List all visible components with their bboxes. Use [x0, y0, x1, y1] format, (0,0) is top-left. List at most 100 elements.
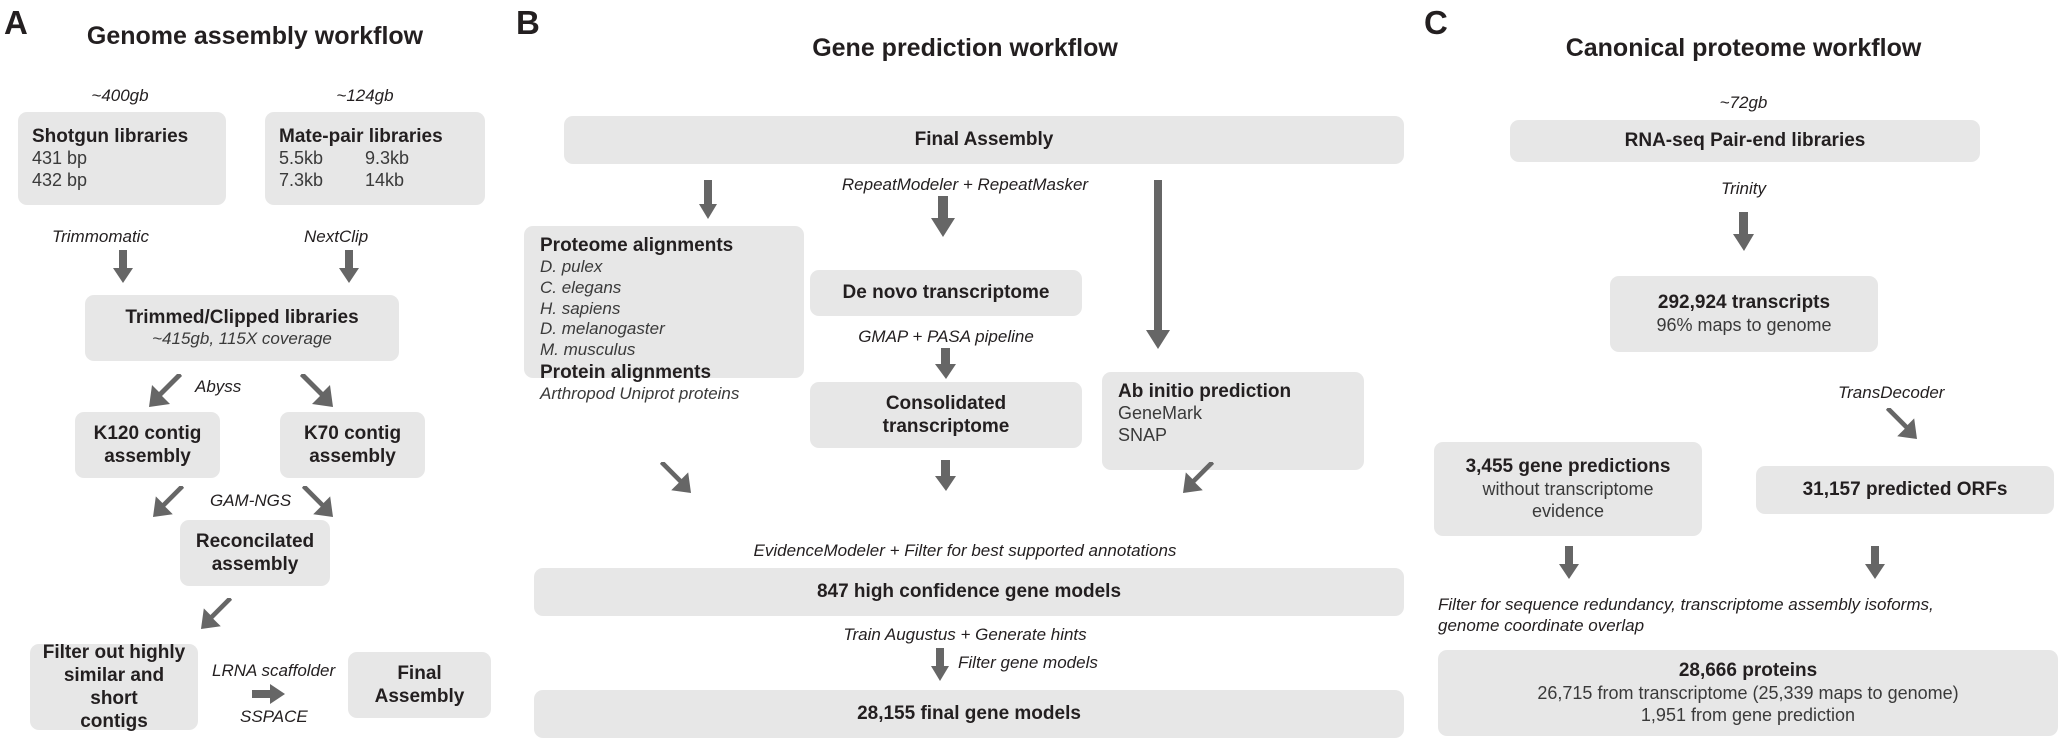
arrow-down-to-evidencemodeler	[934, 460, 958, 492]
proc-sspace: SSPACE	[240, 707, 308, 726]
arrow-diag-right-gamngs	[300, 486, 334, 518]
gene-predictions-title: 3,455 gene predictions	[1465, 456, 1671, 478]
shotgun-line-1: 431 bp	[32, 148, 88, 169]
proteins-line-2: 1,951 from gene prediction	[1640, 704, 1856, 725]
final-assembly-b-title: Final Assembly	[914, 129, 1054, 151]
arrow-down-to-consolidated	[934, 348, 958, 380]
proteome-species-5: M. musculus	[540, 340, 636, 360]
final-assembly-a-title: Final Assembly	[374, 662, 465, 707]
matepair-c2r2: 14kb	[365, 170, 405, 191]
proc-gmap-pasa: GMAP + PASA pipeline	[858, 327, 1034, 346]
trimmed-subtitle: ~415gb, 115X coverage	[152, 329, 332, 349]
arrow-diag-left-abyss	[148, 374, 184, 408]
box-shotgun-libraries[interactable]: Shotgun libraries 431 bp 432 bp	[18, 112, 226, 205]
rnaseq-size-caption: ~72gb	[1719, 93, 1768, 112]
matepair-c1r1: 5.5kb	[279, 148, 324, 169]
matepair-row-2: 7.3kb 14kb	[279, 170, 471, 192]
proc-nextclip: NextClip	[304, 227, 369, 246]
arrow-down-nextclip	[338, 250, 360, 284]
matepair-c1r2: 7.3kb	[279, 170, 324, 191]
arrow-diag-right-from-proteome	[658, 462, 692, 494]
proc-trimmomatic: Trimmomatic	[52, 227, 149, 246]
proteome-alignments-title: Proteome alignments	[540, 235, 734, 256]
proteome-species-4: D. melanogaster	[540, 319, 665, 339]
filter-contigs-title: Filter out highly similar and short cont…	[42, 641, 186, 733]
box-final-gene-models[interactable]: 28,155 final gene models	[534, 690, 1404, 738]
arrow-diag-right-transdecoder	[1884, 408, 1918, 440]
final-gene-models-label: 28,155 final gene models	[857, 703, 1081, 725]
gene-predictions-subtitle: without transcriptome evidence	[1482, 478, 1654, 521]
proteome-species-2: C. elegans	[540, 277, 622, 297]
ab-initio-line-1: GeneMark	[1118, 403, 1203, 424]
k120-title: K120 contig assembly	[93, 422, 202, 467]
box-high-confidence-gene-models[interactable]: 847 high confidence gene models	[534, 568, 1404, 616]
shotgun-size-caption: ~400gb	[91, 86, 149, 105]
matepair-row-1: 5.5kb 9.3kb	[279, 148, 471, 170]
arrow-down-to-proteome	[698, 180, 718, 220]
proc-abyss: Abyss	[195, 377, 242, 396]
ab-initio-title: Ab initio prediction	[1118, 381, 1292, 402]
shotgun-line-2: 432 bp	[32, 170, 88, 191]
box-rnaseq-libraries[interactable]: RNA-seq Pair-end libraries	[1510, 120, 1980, 162]
proc-repeatmodeler: RepeatModeler + RepeatMasker	[841, 175, 1089, 194]
arrow-diag-left-to-filter	[200, 598, 234, 630]
box-gene-predictions[interactable]: 3,455 gene predictions without transcrip…	[1434, 442, 1702, 536]
proc-filter-redundancy: Filter for sequence redundancy, transcri…	[1438, 595, 1934, 636]
panel-b-letter: B	[516, 4, 540, 41]
panel-c-title: Canonical proteome workflow	[1565, 34, 1922, 62]
panel-b: B Gene prediction workflow Final Assembl…	[510, 0, 1420, 742]
arrow-down-from-gene-predictions	[1558, 546, 1580, 580]
panel-a-letter: A	[4, 4, 28, 41]
predicted-orfs-title: 31,157 predicted ORFs	[1802, 479, 2008, 501]
panel-c-letter: C	[1424, 4, 1448, 41]
matepair-size-caption: ~124gb	[336, 86, 394, 105]
trimmed-title: Trimmed/Clipped libraries	[125, 307, 359, 329]
box-matepair-libraries[interactable]: Mate-pair libraries 5.5kb 9.3kb 7.3kb 14…	[265, 112, 485, 205]
box-ab-initio-prediction[interactable]: Ab initio prediction GeneMark SNAP	[1102, 372, 1364, 470]
ab-initio-line-2: SNAP	[1118, 425, 1168, 446]
panel-a: A Genome assembly workflow ~400gb Shotgu…	[0, 0, 510, 742]
box-de-novo-transcriptome[interactable]: De novo transcriptome	[810, 270, 1082, 316]
box-final-assembly-b[interactable]: Final Assembly	[564, 116, 1404, 164]
arrow-long-down-to-abinitio	[1145, 180, 1171, 350]
proc-evidencemodeler: EvidenceModeler + Filter for best suppor…	[753, 541, 1177, 560]
protein-alignments-sub: Arthropod Uniprot proteins	[540, 384, 740, 404]
matepair-title: Mate-pair libraries	[279, 125, 443, 147]
rnaseq-title: RNA-seq Pair-end libraries	[1624, 130, 1866, 152]
box-proteome-protein-alignments[interactable]: Proteome alignments D. pulex C. elegans …	[524, 226, 804, 403]
matepair-c2r1: 9.3kb	[365, 148, 410, 169]
proc-transdecoder: TransDecoder	[1838, 383, 1945, 402]
box-filter-contigs[interactable]: Filter out highly similar and short cont…	[30, 642, 198, 732]
arrow-down-trimmomatic	[112, 250, 134, 284]
box-trimmed-clipped-libraries[interactable]: Trimmed/Clipped libraries ~415gb, 115X c…	[85, 295, 399, 361]
box-transcripts[interactable]: 292,924 transcripts 96% maps to genome	[1610, 276, 1878, 352]
box-proteins[interactable]: 28,666 proteins 26,715 from transcriptom…	[1438, 650, 2058, 736]
arrow-down-from-orfs	[1864, 546, 1886, 580]
arrow-diag-left-gamngs	[152, 486, 186, 518]
box-predicted-orfs[interactable]: 31,157 predicted ORFs	[1756, 466, 2054, 514]
arrow-right-scaffolder	[252, 684, 286, 704]
arrow-diag-left-from-abinitio	[1182, 462, 1216, 494]
arrow-down-trinity	[1732, 212, 1756, 252]
transcripts-subtitle: 96% maps to genome	[1656, 314, 1832, 335]
consolidated-title: Consolidated transcriptome	[882, 392, 1010, 437]
de-novo-title: De novo transcriptome	[842, 282, 1050, 304]
proc-gam-ngs: GAM-NGS	[210, 491, 292, 510]
reconcilated-title: Reconcilated assembly	[195, 530, 315, 575]
box-final-assembly-a[interactable]: Final Assembly	[348, 652, 491, 718]
proteins-title: 28,666 proteins	[1678, 660, 1818, 682]
proteome-species-3: H. sapiens	[540, 298, 621, 318]
box-k70-contig-assembly[interactable]: K70 contig assembly	[280, 412, 425, 478]
box-reconcilated-assembly[interactable]: Reconcilated assembly	[180, 520, 330, 586]
proc-filter-gene-models: Filter gene models	[958, 653, 1098, 672]
panel-b-title: Gene prediction workflow	[812, 34, 1118, 62]
box-consolidated-transcriptome[interactable]: Consolidated transcriptome	[810, 382, 1082, 448]
proc-train-augustus: Train Augustus + Generate hints	[843, 625, 1087, 644]
arrow-down-to-denovo	[930, 196, 956, 238]
panel-a-title: Genome assembly workflow	[86, 22, 424, 50]
protein-alignments-title: Protein alignments	[540, 361, 712, 383]
box-k120-contig-assembly[interactable]: K120 contig assembly	[75, 412, 220, 478]
arrow-diag-right-abyss	[298, 374, 334, 408]
proteome-species-1: D. pulex	[540, 257, 603, 277]
